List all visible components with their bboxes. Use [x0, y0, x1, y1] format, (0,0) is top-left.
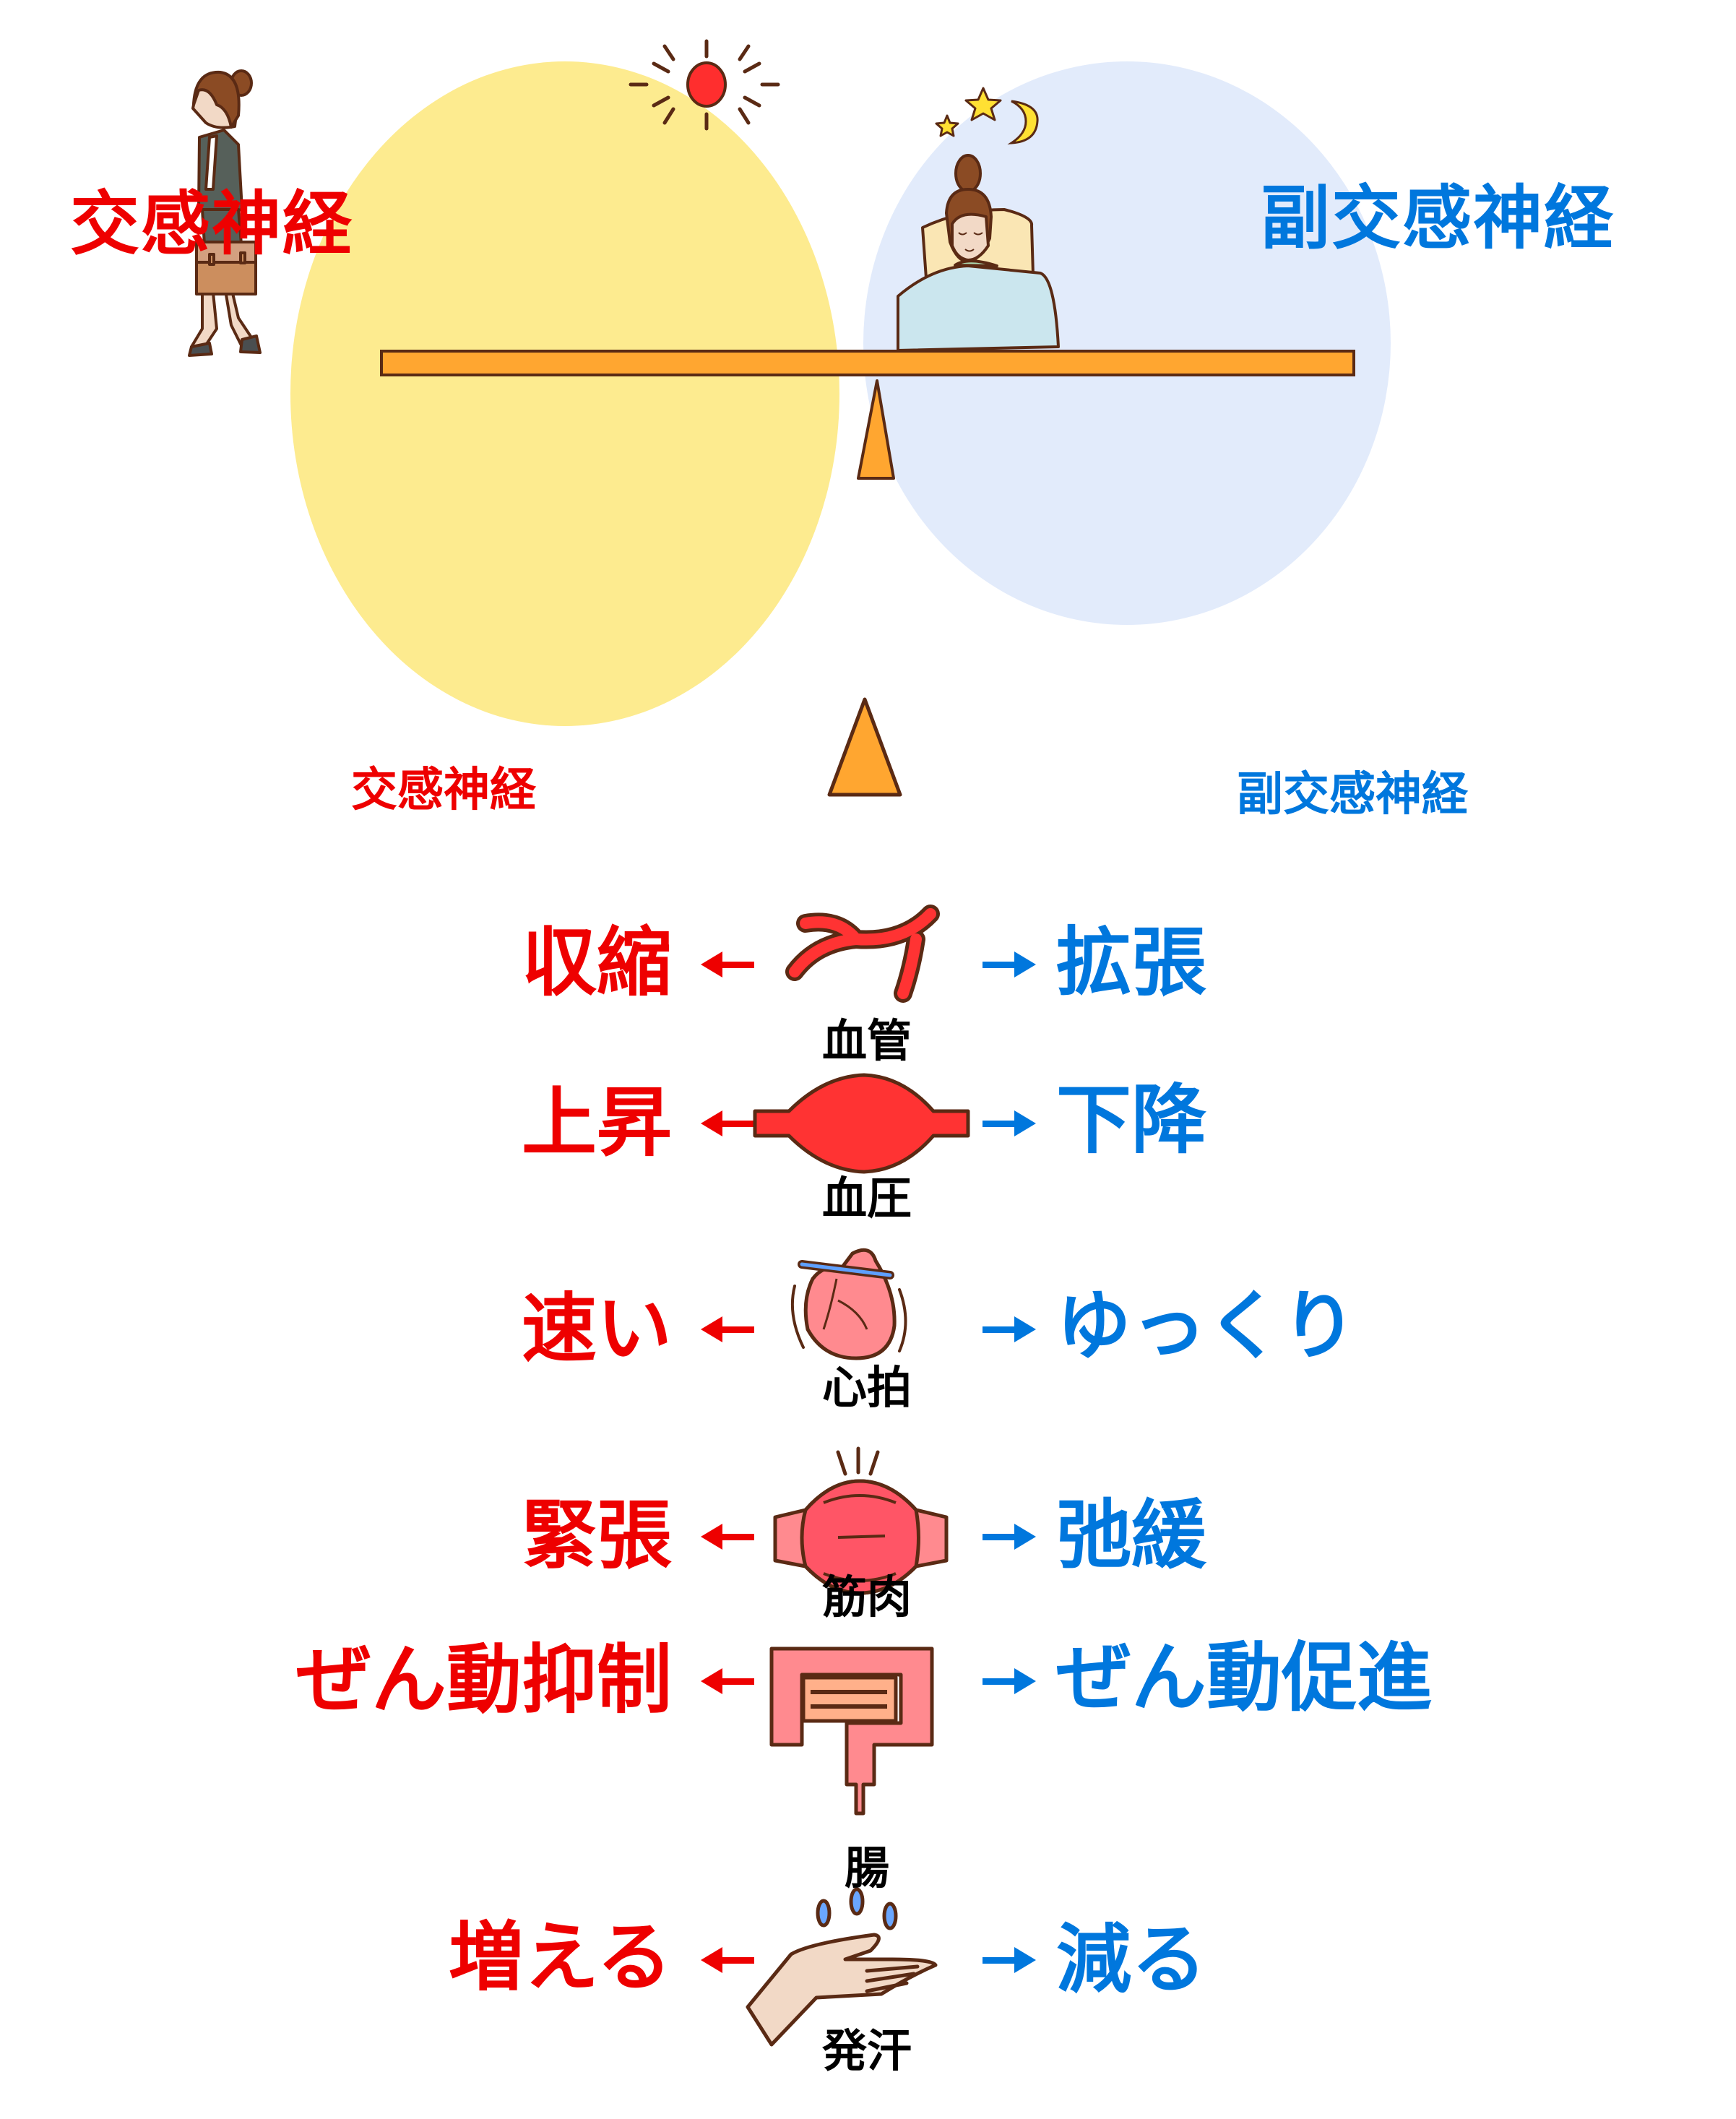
right-arrows [983, 951, 1036, 1973]
intestine-icon [769, 1647, 934, 1816]
parasympathetic-effect: 弛緩 [1056, 1491, 1207, 1579]
day-night-scene [188, 39, 1391, 726]
organ-label: 血圧 [821, 1172, 912, 1225]
organ-label: 発汗 [821, 2024, 912, 2077]
blood-vessel-icon [785, 905, 940, 1003]
organ-label: 血管 [821, 1014, 912, 1067]
sympathetic-effect: 緊張 [521, 1491, 672, 1579]
sleeping-woman-illustration [897, 154, 1060, 352]
seesaw-fulcrum-triangle [827, 697, 902, 797]
day-circle [290, 61, 839, 726]
walking-woman-illustration [188, 69, 262, 357]
organ-label: 筋肉 [821, 1571, 912, 1623]
parasympathetic-effect: ぜん動促進 [1056, 1634, 1433, 1722]
sympathetic-effect: 増える [449, 1913, 672, 2001]
seesaw-fulcrum [857, 379, 895, 480]
parasympathetic-effect: 拡張 [1056, 918, 1207, 1006]
seesaw-plank [380, 350, 1355, 376]
parasympathetic-effect: 減る [1056, 1915, 1207, 2003]
sympathetic-effect: 上昇 [521, 1079, 672, 1167]
organ-label: 腸 [844, 1842, 889, 1894]
sweating-hand-icon [746, 1887, 938, 2047]
organ-label: 心拍 [821, 1361, 912, 1414]
blood-pressure-icon [753, 1073, 970, 1174]
muscle-icon [773, 1446, 949, 1595]
night-circle [863, 61, 1391, 625]
sympathetic-effect: ぜん動抑制 [295, 1636, 672, 1724]
seesaw-parasympathetic-label: 副交感神経 [1237, 768, 1468, 821]
sun-icon [629, 39, 780, 131]
parasympathetic-effect: 下降 [1056, 1076, 1207, 1164]
stars-icon [935, 87, 1002, 137]
heart-icon [790, 1248, 907, 1360]
sympathetic-effect: 速い [521, 1285, 672, 1373]
left-arrows [701, 951, 754, 1973]
parasympathetic-effect: ゆっくり [1056, 1282, 1357, 1370]
sympathetic-effect: 収縮 [521, 918, 672, 1006]
sympathetic-title: 交感神経 [70, 184, 353, 264]
moon-icon [1007, 100, 1039, 144]
parasympathetic-title: 副交感神経 [1261, 178, 1615, 259]
seesaw-sympathetic-label: 交感神経 [351, 764, 536, 817]
